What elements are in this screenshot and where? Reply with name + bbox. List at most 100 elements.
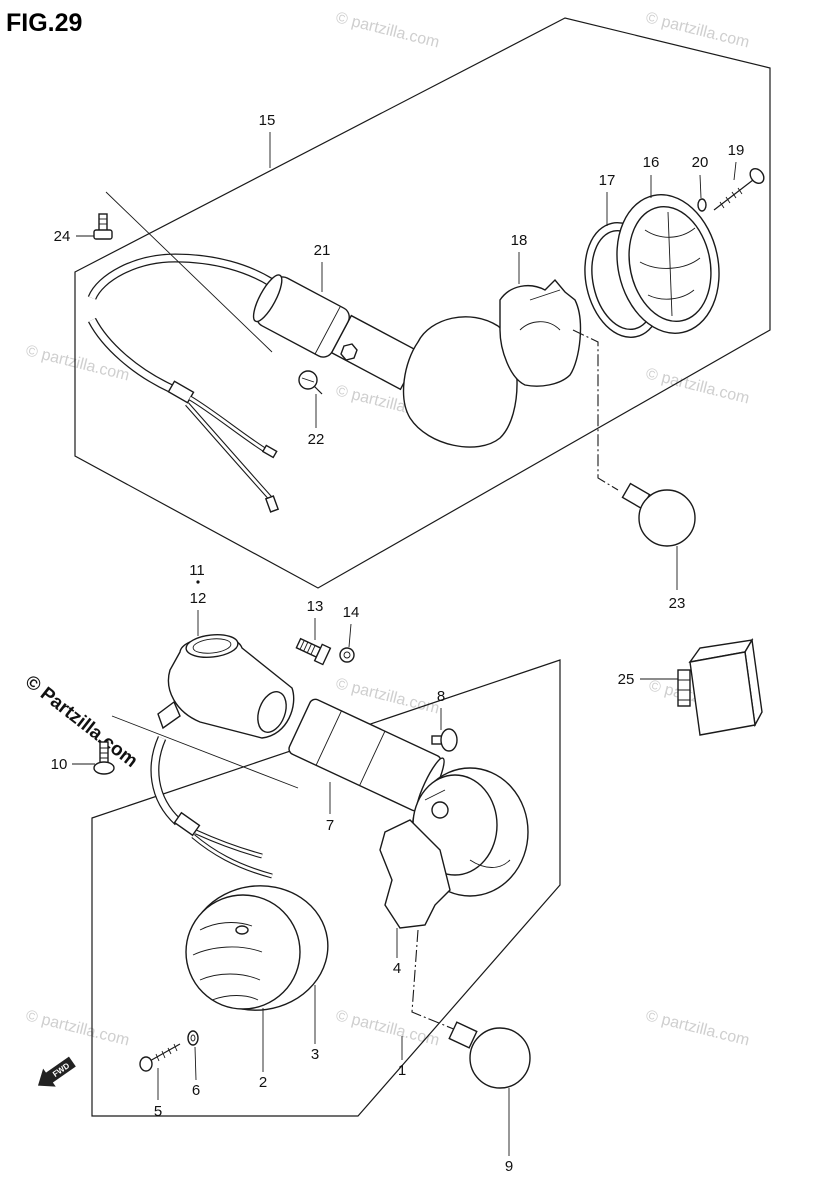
callout-2: 2 — [259, 1074, 267, 1091]
wire-upper — [87, 253, 275, 301]
forward-arrow-icon: FWD — [37, 1056, 76, 1087]
bulb-leader-upper — [572, 329, 619, 491]
part-18-socket — [499, 278, 582, 387]
callout-9: 9 — [505, 1158, 513, 1175]
callout-24: 24 — [54, 228, 71, 245]
screw-threads — [719, 187, 743, 209]
bolt-threads — [100, 747, 108, 759]
screw-shank — [147, 1043, 181, 1063]
callout-14: 14 — [343, 604, 360, 621]
callout-7: 7 — [326, 817, 334, 834]
relay-pins — [678, 679, 690, 701]
watermark: © partzilla.com — [334, 9, 441, 51]
callout-18: 18 — [511, 232, 528, 249]
screw-slot — [301, 377, 315, 383]
part-20-washer — [697, 198, 707, 212]
callout-17: 17 — [599, 172, 616, 189]
upper-assembly-outline — [74, 17, 771, 589]
lens-face — [185, 894, 301, 1010]
housing-bracket — [379, 819, 451, 929]
watermark: © partzilla.com — [334, 675, 441, 717]
callout-6: 6 — [192, 1082, 200, 1099]
callout-12: 12 — [190, 590, 207, 607]
callout-3: 3 — [311, 1046, 319, 1063]
lens-ribs — [639, 211, 701, 317]
bulb-base — [448, 1021, 478, 1049]
part-2-lens — [185, 894, 301, 1010]
bracket-end — [257, 691, 287, 733]
bulb-globe — [469, 1027, 531, 1089]
lower-assembly-outline — [91, 659, 561, 1117]
callout-21: 21 — [314, 242, 331, 259]
socket-tab — [519, 289, 561, 331]
bolt-threads — [299, 640, 316, 655]
lens-ribs — [192, 922, 263, 1001]
cylinder-seam — [315, 710, 342, 766]
bulb-leader-lower — [411, 929, 457, 1031]
part-10-bolt — [93, 741, 115, 775]
wire-terminal-a — [261, 444, 278, 459]
part-25-relay — [677, 637, 763, 736]
relay-connector — [677, 669, 691, 707]
arrow-shape — [37, 1056, 76, 1087]
part-5-screw — [139, 1043, 181, 1072]
wire-lower-inner — [89, 318, 174, 392]
part-12-bracket — [157, 634, 295, 739]
nut-hole — [343, 651, 351, 659]
wire-lead-b-inner — [185, 403, 274, 501]
lower-wire-harness — [150, 736, 273, 879]
part-19-screw — [713, 167, 765, 211]
washer-hole — [190, 1034, 196, 1042]
bulb-globe — [638, 489, 696, 547]
leader-19 — [733, 161, 737, 181]
leader-lines — [72, 132, 737, 1156]
part-24-bolt — [93, 191, 273, 353]
watermark: © partzilla.com — [24, 1007, 131, 1049]
wire-upper-inner — [88, 254, 274, 300]
part-6-washer — [187, 1030, 199, 1046]
stem-nut — [340, 343, 358, 361]
callout-23: 23 — [669, 595, 686, 612]
part-14-nut — [339, 647, 355, 663]
wire-connector — [173, 811, 201, 837]
callout-19: 19 — [728, 142, 745, 159]
bolt-head — [93, 761, 115, 775]
part-23-bulb — [621, 482, 696, 547]
part-9-bulb — [448, 1021, 531, 1089]
wire-lead-b-inner — [192, 834, 273, 878]
callout-22: 22 — [308, 431, 325, 448]
cylinder-seam — [314, 306, 341, 355]
turn-signal-housing-upper — [402, 316, 518, 448]
callout-11: 11 — [189, 562, 205, 579]
wire-lead-a-inner — [195, 830, 263, 858]
guide-line — [105, 191, 273, 353]
part-16-lens — [616, 194, 720, 334]
callout-15: 15 — [259, 112, 276, 129]
watermark: © partzilla.com — [334, 1007, 441, 1049]
wire-lead-a-inner — [189, 396, 269, 454]
watermark: © partzilla.com — [644, 1007, 751, 1049]
callout-13: 13 — [307, 598, 324, 615]
cylinder-seam — [359, 731, 386, 786]
relay-front — [689, 651, 756, 736]
callout-16: 16 — [643, 154, 660, 171]
housing-detail — [424, 789, 511, 868]
nut-body — [339, 647, 355, 663]
bracket-bore — [192, 638, 232, 654]
screw-threads — [155, 1043, 178, 1062]
part-8-bolt — [431, 728, 458, 752]
callout-1: 1 — [398, 1062, 406, 1079]
callout-labels: 15 24 21 22 18 17 16 20 19 23 11 12 13 1… — [51, 112, 745, 1175]
callout-4: 4 — [393, 960, 401, 977]
part-21-cylinder — [252, 274, 350, 358]
bolt-head — [93, 229, 113, 240]
leader-14 — [348, 623, 352, 648]
bolt-head — [313, 643, 332, 666]
part-13-bolt — [295, 637, 332, 666]
wire-terminal-b — [264, 495, 280, 513]
callout-25: 25 — [618, 671, 635, 688]
socket-plate — [499, 278, 582, 387]
bracket-opening — [185, 634, 239, 658]
leader-6 — [194, 1046, 197, 1081]
